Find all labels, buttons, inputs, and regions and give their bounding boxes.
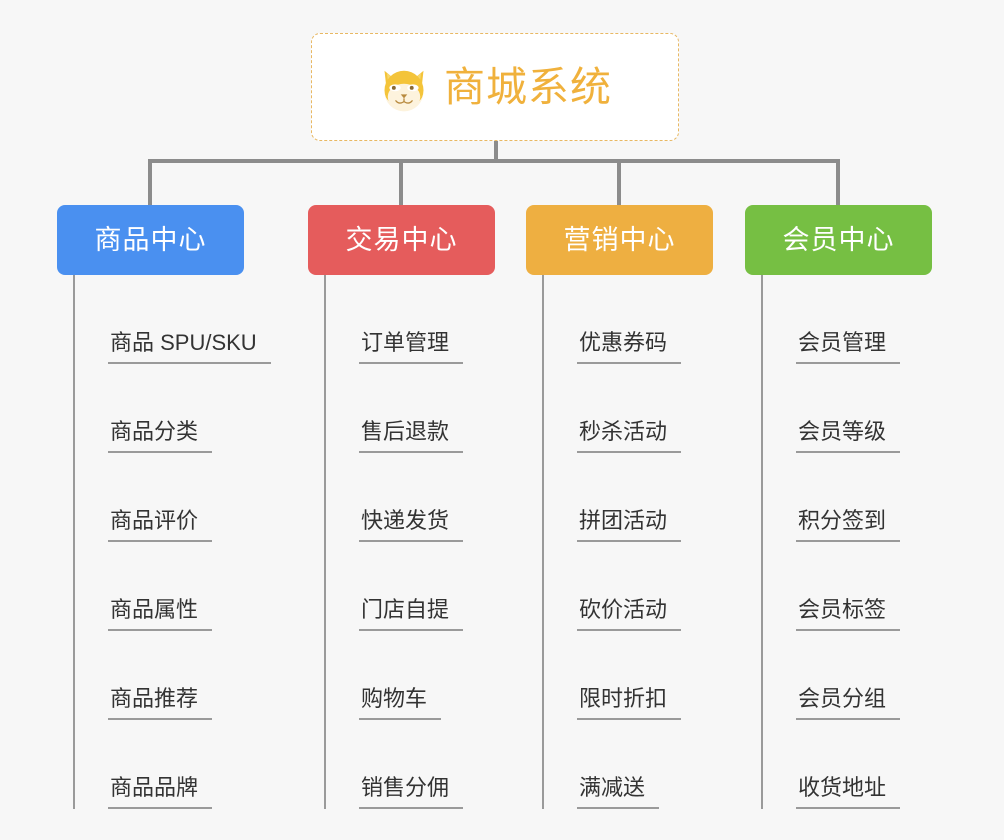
leaf-label: 购物车 xyxy=(359,685,442,720)
list-item[interactable]: 商品评价 xyxy=(91,453,281,542)
connector-horizontal-bus xyxy=(148,159,838,163)
connector-drop-3 xyxy=(617,159,621,205)
leaf-label: 秒杀活动 xyxy=(577,418,682,453)
connector-drop-2 xyxy=(399,159,403,205)
leaf-label: 商品推荐 xyxy=(108,685,213,720)
leaf-label: 砍价活动 xyxy=(577,596,682,631)
leaf-label: 会员分组 xyxy=(796,685,901,720)
list-item[interactable]: 积分签到 xyxy=(779,453,969,542)
category-header-trade-center[interactable]: 交易中心 xyxy=(308,205,495,275)
shiba-dog-face-icon xyxy=(384,70,424,112)
category-header-member-center[interactable]: 会员中心 xyxy=(745,205,932,275)
list-item[interactable]: 售后退款 xyxy=(342,364,532,453)
leaf-label: 门店自提 xyxy=(359,596,464,631)
category-header-marketing-center[interactable]: 营销中心 xyxy=(526,205,713,275)
list-item[interactable]: 销售分佣 xyxy=(342,720,532,809)
list-item[interactable]: 快递发货 xyxy=(342,453,532,542)
leaf-list-trade-center: 订单管理 售后退款 快递发货 门店自提 购物车 销售分佣 xyxy=(324,275,532,809)
list-item[interactable]: 优惠券码 xyxy=(560,275,750,364)
category-header-product-center[interactable]: 商品中心 xyxy=(57,205,244,275)
category-label: 商品中心 xyxy=(94,224,207,255)
list-item[interactable]: 商品推荐 xyxy=(91,631,281,720)
list-item[interactable]: 拼团活动 xyxy=(560,453,750,542)
leaf-label: 会员标签 xyxy=(796,596,901,631)
leaf-label: 限时折扣 xyxy=(577,685,682,720)
list-item[interactable]: 订单管理 xyxy=(342,275,532,364)
list-item[interactable]: 砍价活动 xyxy=(560,542,750,631)
list-item[interactable]: 会员管理 xyxy=(779,275,969,364)
leaf-label: 优惠券码 xyxy=(577,329,682,364)
category-label: 营销中心 xyxy=(563,224,676,255)
list-item[interactable]: 门店自提 xyxy=(342,542,532,631)
list-item[interactable]: 会员标签 xyxy=(779,542,969,631)
leaf-label: 商品品牌 xyxy=(108,774,213,809)
leaf-label: 订单管理 xyxy=(359,329,464,364)
leaf-label: 会员等级 xyxy=(796,418,901,453)
connector-root-vertical xyxy=(494,141,498,162)
leaf-label: 商品分类 xyxy=(108,418,213,453)
leaf-label: 快递发货 xyxy=(359,507,464,542)
leaf-label: 商品 SPU/SKU xyxy=(108,329,271,364)
branch-member-center: 会员中心 会员管理 会员等级 积分签到 会员标签 会员分组 收货地址 xyxy=(745,205,969,809)
leaf-label: 销售分佣 xyxy=(359,774,464,809)
leaf-label: 收货地址 xyxy=(796,774,901,809)
list-item[interactable]: 购物车 xyxy=(342,631,532,720)
leaf-label: 满减送 xyxy=(577,774,660,809)
list-item[interactable]: 商品 SPU/SKU xyxy=(91,275,281,364)
leaf-label: 商品属性 xyxy=(108,596,213,631)
category-label: 交易中心 xyxy=(345,224,458,255)
root-title: 商城系统 xyxy=(444,63,612,110)
branch-trade-center: 交易中心 订单管理 售后退款 快递发货 门店自提 购物车 销售分佣 xyxy=(308,205,532,809)
branch-product-center: 商品中心 商品 SPU/SKU 商品分类 商品评价 商品属性 商品推荐 商品品牌 xyxy=(57,205,281,809)
leaf-list-marketing-center: 优惠券码 秒杀活动 拼团活动 砍价活动 限时折扣 满减送 xyxy=(542,275,750,809)
leaf-label: 商品评价 xyxy=(108,507,213,542)
leaf-list-product-center: 商品 SPU/SKU 商品分类 商品评价 商品属性 商品推荐 商品品牌 xyxy=(73,275,281,809)
leaf-label: 拼团活动 xyxy=(577,507,682,542)
leaf-list-member-center: 会员管理 会员等级 积分签到 会员标签 会员分组 收货地址 xyxy=(761,275,969,809)
list-item[interactable]: 商品品牌 xyxy=(91,720,281,809)
list-item[interactable]: 会员分组 xyxy=(779,631,969,720)
leaf-label: 售后退款 xyxy=(359,418,464,453)
list-item[interactable]: 收货地址 xyxy=(779,720,969,809)
list-item[interactable]: 满减送 xyxy=(560,720,750,809)
connector-drop-1 xyxy=(148,159,152,205)
leaf-label: 积分签到 xyxy=(796,507,901,542)
leaf-label: 会员管理 xyxy=(796,329,901,364)
list-item[interactable]: 限时折扣 xyxy=(560,631,750,720)
connector-drop-4 xyxy=(836,159,840,205)
list-item[interactable]: 会员等级 xyxy=(779,364,969,453)
root-node-mall-system[interactable]: 商城系统 xyxy=(311,33,679,141)
branch-marketing-center: 营销中心 优惠券码 秒杀活动 拼团活动 砍价活动 限时折扣 满减送 xyxy=(526,205,750,809)
list-item[interactable]: 商品属性 xyxy=(91,542,281,631)
category-label: 会员中心 xyxy=(782,224,895,255)
list-item[interactable]: 秒杀活动 xyxy=(560,364,750,453)
list-item[interactable]: 商品分类 xyxy=(91,364,281,453)
